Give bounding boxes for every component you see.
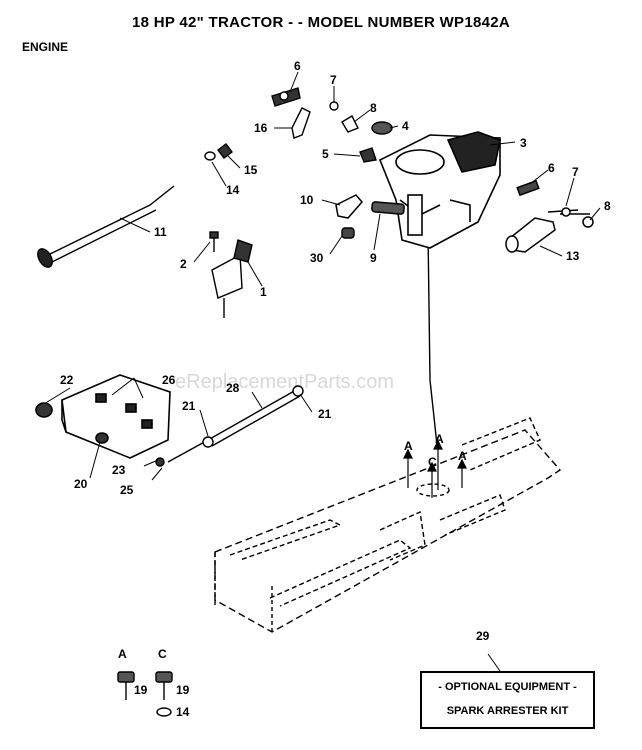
callout-14a: 14 xyxy=(226,183,240,197)
spark-arrester-kit-label: SPARK ARRESTER KIT xyxy=(446,705,569,717)
optional-equipment-heading: - OPTIONAL EQUIPMENT - xyxy=(438,681,577,693)
callout-19b: 19 xyxy=(176,683,190,697)
frame-arrows xyxy=(403,439,467,498)
fuel-tank xyxy=(35,374,171,459)
callout-7b: 7 xyxy=(572,165,579,179)
svg-text:A: A xyxy=(404,439,413,453)
fuel-line xyxy=(155,385,304,467)
callout-20: 20 xyxy=(74,477,88,491)
callout-6b: 6 xyxy=(548,161,555,175)
page-title: 18 HP 42" TRACTOR - - MODEL NUMBER WP184… xyxy=(131,14,511,31)
small-hardware-top xyxy=(204,87,393,239)
callout-7a: 7 xyxy=(330,73,337,87)
callout-2: 2 xyxy=(180,257,187,271)
callout-30: 30 xyxy=(310,251,324,265)
callout-8a: 8 xyxy=(370,101,377,115)
engine-assembly xyxy=(378,131,501,249)
optional-equipment-box: - OPTIONAL EQUIPMENT - SPARK ARRESTER KI… xyxy=(420,671,595,729)
callout-letter-c: C xyxy=(158,647,167,661)
callout-25: 25 xyxy=(120,483,134,497)
callout-13: 13 xyxy=(566,249,580,263)
tractor-frame xyxy=(214,417,562,633)
svg-text:C: C xyxy=(428,455,437,469)
throttle-cable xyxy=(427,231,438,446)
watermark: eReplacementParts.com xyxy=(175,371,394,393)
section-label: ENGINE xyxy=(22,40,69,54)
bottom-hardware xyxy=(117,671,173,717)
choke-cable xyxy=(37,185,175,268)
callout-28: 28 xyxy=(226,381,240,395)
callout-21b: 21 xyxy=(318,407,332,421)
callout-8b: 8 xyxy=(604,199,611,213)
callout-15: 15 xyxy=(244,163,258,177)
callout-21a: 21 xyxy=(182,399,196,413)
muffler-pipe xyxy=(505,179,594,253)
callout-labels: 6 7 8 4 3 5 16 15 14 10 9 30 6 7 8 13 11… xyxy=(60,59,611,719)
leader-lines xyxy=(43,71,601,672)
callout-9: 9 xyxy=(370,251,377,265)
callout-letter-a: A xyxy=(118,647,127,661)
callout-14b: 14 xyxy=(176,705,190,719)
callout-6a: 6 xyxy=(294,59,301,73)
callout-1: 1 xyxy=(260,285,267,299)
callout-26: 26 xyxy=(162,373,176,387)
callout-5: 5 xyxy=(322,147,329,161)
frame-arrow-labels: A A C A xyxy=(404,432,467,469)
callout-10: 10 xyxy=(300,193,314,207)
callout-4: 4 xyxy=(402,119,409,133)
callout-22: 22 xyxy=(60,373,74,387)
throttle-control xyxy=(209,231,253,318)
svg-text:A: A xyxy=(458,449,467,463)
callout-29: 29 xyxy=(476,629,490,643)
svg-text:A: A xyxy=(435,432,444,446)
callout-16: 16 xyxy=(254,121,268,135)
callout-3: 3 xyxy=(520,136,527,150)
callout-11: 11 xyxy=(154,225,167,239)
callout-23: 23 xyxy=(112,463,126,477)
callout-19a: 19 xyxy=(134,683,148,697)
exhaust-elbow xyxy=(335,194,405,219)
